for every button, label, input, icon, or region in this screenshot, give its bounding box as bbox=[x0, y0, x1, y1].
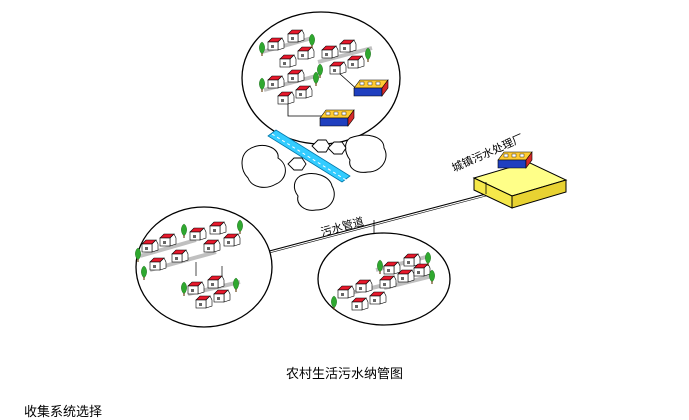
village-cluster-top bbox=[241, 11, 401, 145]
section-heading: 收集系统选择 bbox=[24, 405, 103, 420]
village-cluster-right bbox=[317, 232, 451, 326]
village-cluster-left bbox=[134, 206, 273, 328]
diagram-caption: 农村生活污水纳管图 bbox=[285, 367, 403, 382]
river-and-terrain bbox=[241, 129, 387, 211]
pipe-label: 污水管道 bbox=[319, 214, 365, 239]
treatment-plant bbox=[472, 151, 568, 209]
